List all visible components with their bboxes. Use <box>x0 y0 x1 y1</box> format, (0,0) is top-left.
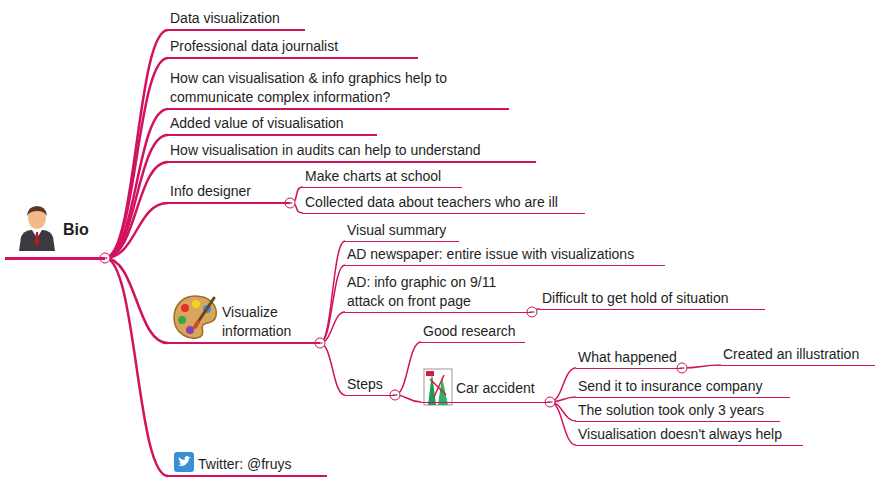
topic-node: Make charts at school <box>303 167 462 188</box>
branch-curve <box>105 109 168 258</box>
branch-curve <box>320 265 345 343</box>
topic-node: How visualisation in audits can help to … <box>168 141 536 163</box>
branch-curve <box>105 258 168 476</box>
topic-text: Visualize information <box>222 303 314 341</box>
topic-text: Collected data about teachers who are il… <box>305 193 558 212</box>
topic-text: How can visualisation & info graphics he… <box>170 69 504 107</box>
topic-text: Professional data journalist <box>170 37 338 56</box>
topic-node: AD newspaper: entire issue with visualiz… <box>345 245 665 266</box>
topic-node: Difficult to get hold of situation <box>540 289 765 310</box>
topic-node: Send it to insurance company <box>576 377 790 398</box>
topic-node: Visualisation doesn't always help <box>576 425 803 446</box>
topic-node: AD: info graphic on 9/11 attack on front… <box>345 273 532 313</box>
branch-curve <box>105 258 168 343</box>
topic-node: Visual summary <box>345 221 459 242</box>
topic-text: Info designer <box>170 182 251 201</box>
branch-curve <box>395 342 421 395</box>
topic-node: The solution took only 3 years <box>576 401 780 422</box>
topic-node: Created an illustration <box>721 345 875 366</box>
accident-icon <box>422 367 454 407</box>
topic-text: Difficult to get hold of situation <box>542 289 729 308</box>
branch-curve <box>682 365 721 368</box>
topic-node: Data visualization <box>168 9 305 31</box>
topic-node: Bio <box>5 220 105 260</box>
topic-text: Visual summary <box>347 221 446 240</box>
branch-curve <box>320 343 345 395</box>
topic-node: Added value of visualisation <box>168 114 377 136</box>
topic-node: Good research <box>421 322 525 343</box>
topic-node: What happened <box>576 348 682 369</box>
topic-text: Send it to insurance company <box>578 377 762 396</box>
topic-text: Good research <box>423 322 516 341</box>
branch-curve <box>320 312 345 343</box>
palette-icon <box>170 292 220 342</box>
topic-text: Data visualization <box>170 9 280 28</box>
topic-text: AD: info graphic on 9/11 attack on front… <box>347 273 527 311</box>
branch-curve <box>105 30 168 258</box>
topic-node: Steps <box>345 375 395 396</box>
topic-text: Twitter: @fruys <box>198 455 292 474</box>
topic-text: Added value of visualisation <box>170 114 344 133</box>
topic-text: Bio <box>63 220 89 239</box>
topic-text: The solution took only 3 years <box>578 401 764 420</box>
branch-curve <box>105 135 168 258</box>
branch-curve <box>550 368 576 402</box>
topic-node: Twitter: @fruys <box>168 455 327 477</box>
topic-text: What happened <box>578 348 677 367</box>
topic-text: Created an illustration <box>723 345 859 364</box>
topic-text: Make charts at school <box>305 167 441 186</box>
branch-curve <box>105 58 168 258</box>
person-icon <box>15 203 59 251</box>
branch-curve <box>550 402 576 445</box>
topic-text: How visualisation in audits can help to … <box>170 141 481 160</box>
topic-node: Professional data journalist <box>168 37 418 59</box>
branch-curve <box>320 241 345 343</box>
topic-text: Car accident <box>456 379 535 398</box>
topic-text: Steps <box>347 375 383 394</box>
topic-text: Visualisation doesn't always help <box>578 425 782 444</box>
topic-node: Info designer <box>168 182 290 204</box>
branch-curve <box>105 162 168 258</box>
topic-text: AD newspaper: entire issue with visualiz… <box>347 245 634 264</box>
topic-node: Car accident <box>421 379 550 403</box>
topic-node: Visualize information <box>168 303 320 344</box>
branch-curve <box>105 203 168 258</box>
topic-node: How can visualisation & info graphics he… <box>168 69 509 110</box>
topic-node: Collected data about teachers who are il… <box>303 193 585 214</box>
